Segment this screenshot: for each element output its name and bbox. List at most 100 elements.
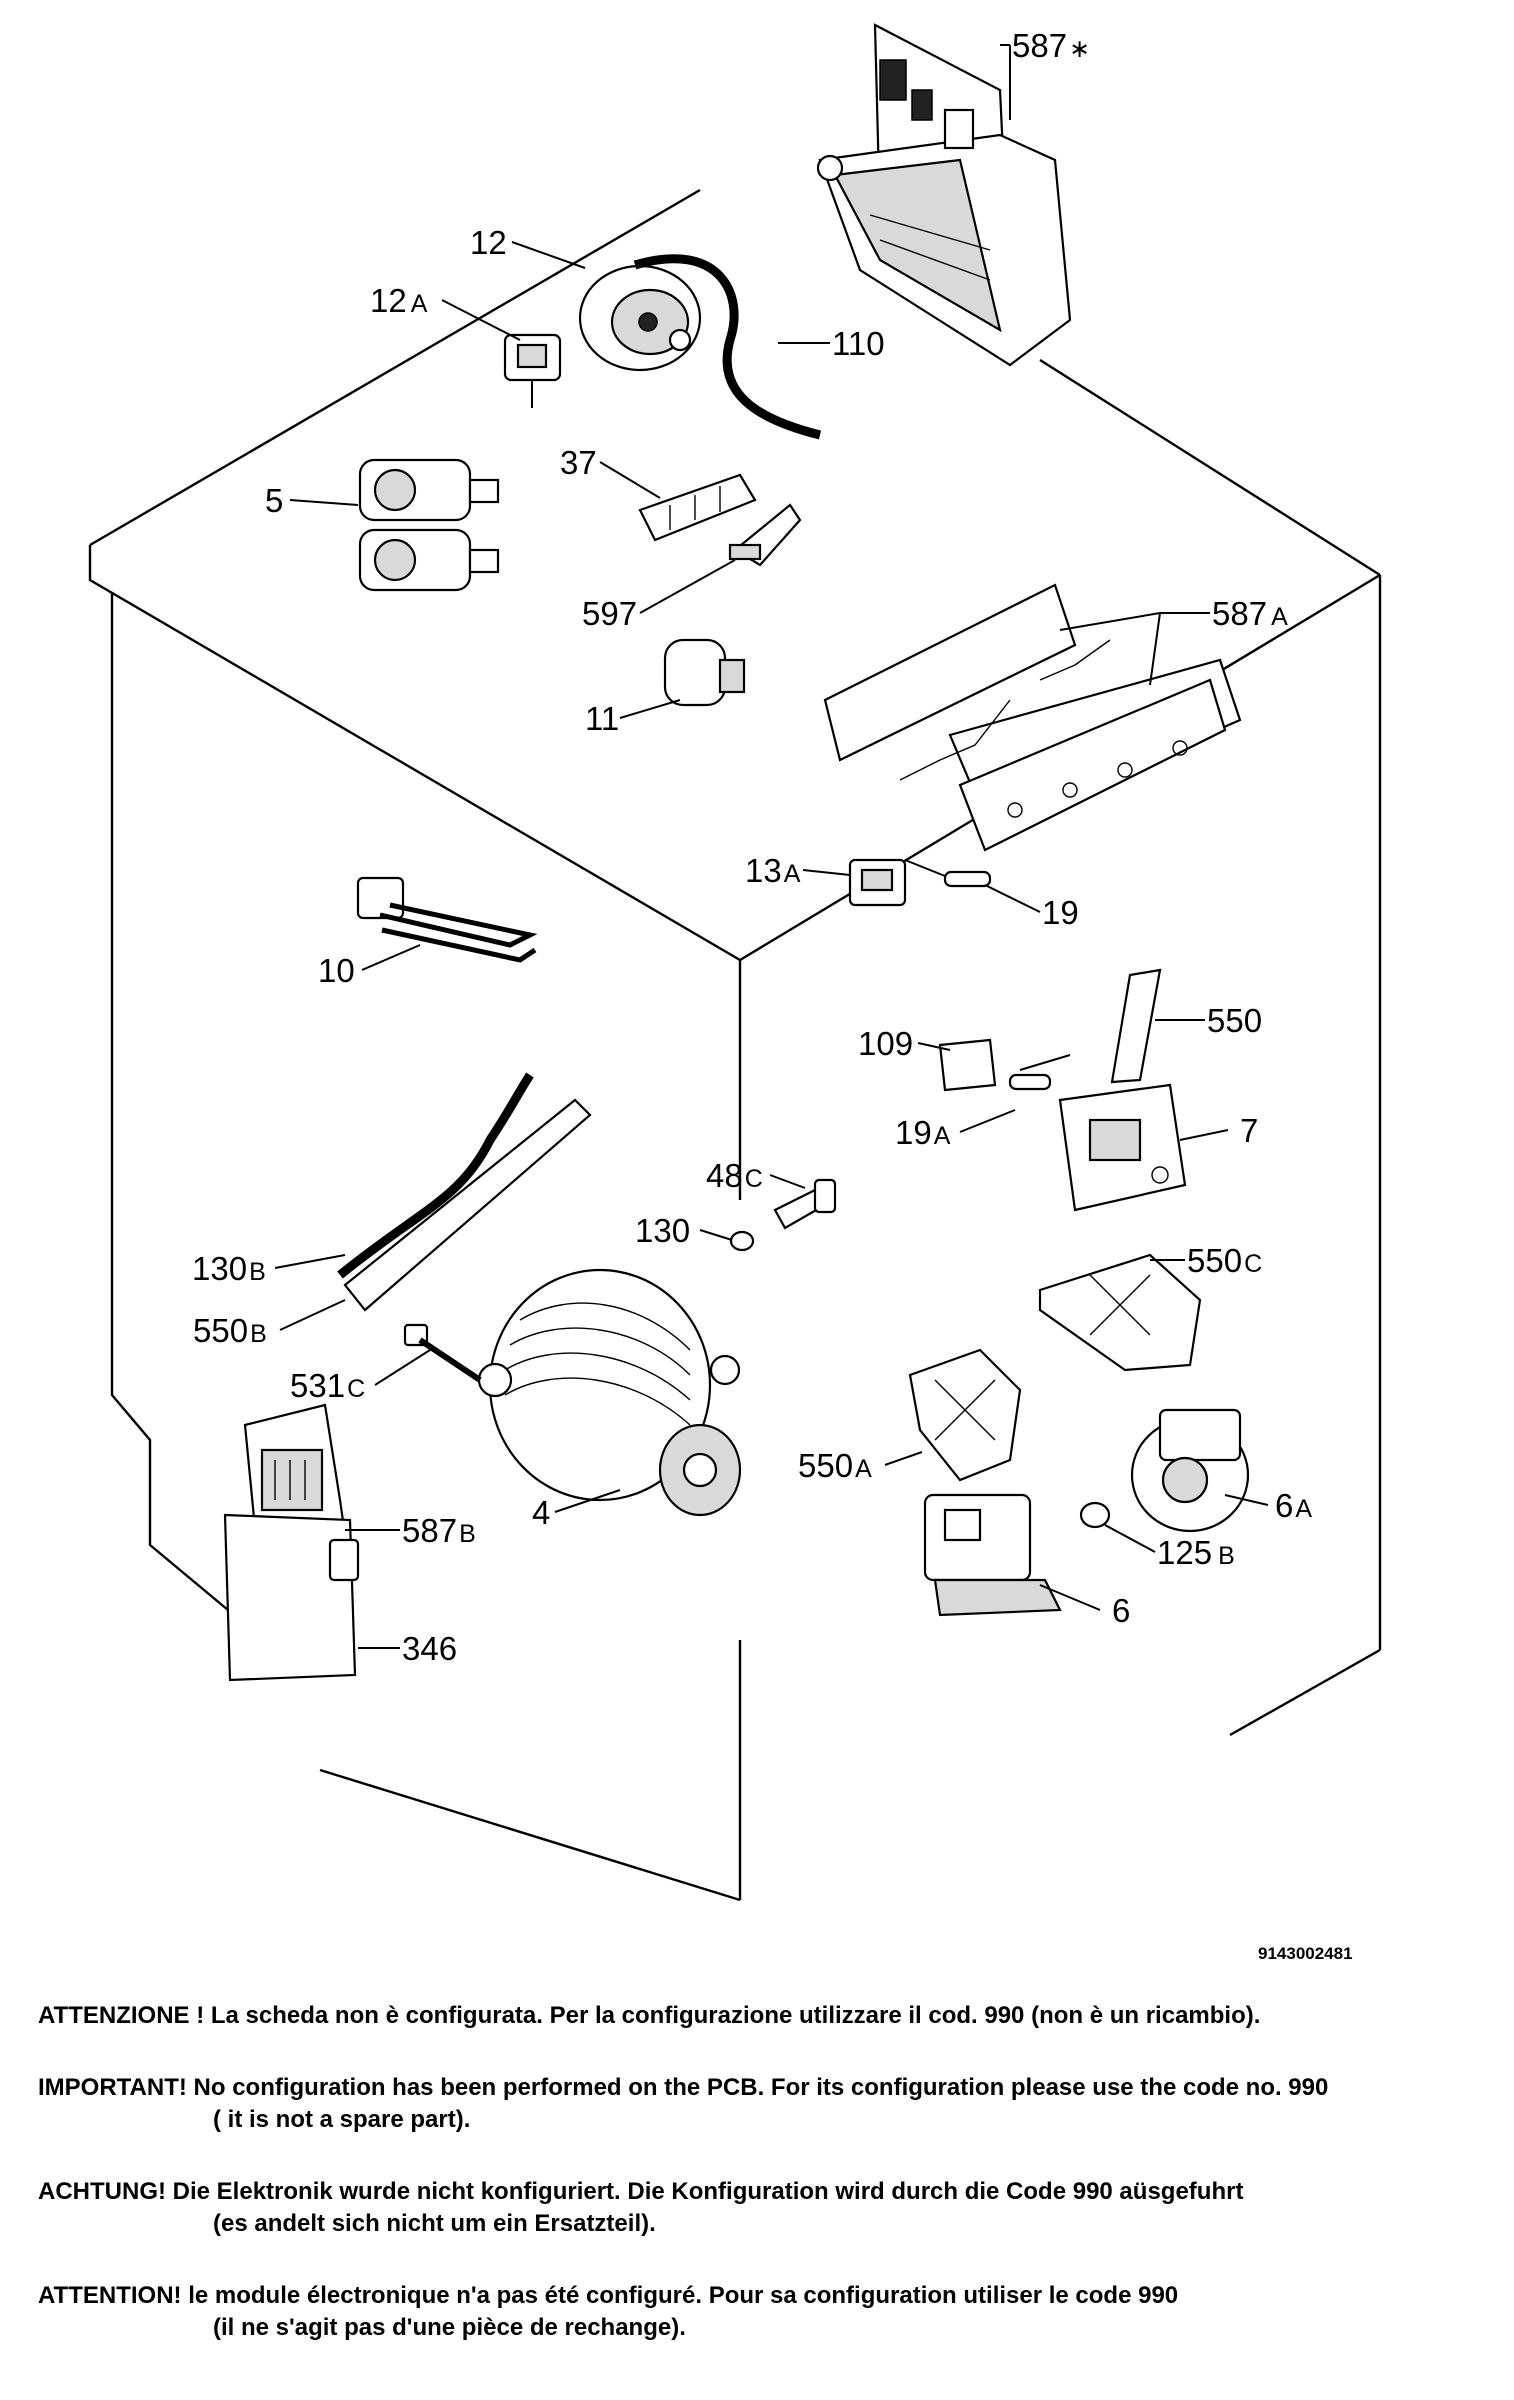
svg-text:48C: 48C	[706, 1157, 763, 1194]
svg-text:550B: 550B	[193, 1312, 267, 1349]
callout-550c: 550C	[1150, 1242, 1262, 1279]
svg-text:12A: 12A	[370, 282, 428, 319]
svg-text:11: 11	[585, 700, 619, 737]
callout-6: 6	[1039, 1584, 1130, 1629]
note-line: IMPORTANT! No configuration has been per…	[38, 2074, 1329, 2101]
callout-110: 110	[778, 325, 885, 362]
part-587a-pcb-panel	[823, 583, 1242, 852]
svg-text:531C: 531C	[290, 1367, 365, 1404]
svg-text:550: 550	[1207, 1002, 1262, 1039]
svg-text:346: 346	[402, 1630, 457, 1667]
part-19-sensor	[904, 859, 992, 888]
svg-text:587∗: 587∗	[1012, 27, 1090, 64]
part-550a-cover	[908, 1348, 1022, 1482]
note-line: (il ne s'agit pas d'une pièce de rechang…	[213, 2314, 686, 2341]
svg-text:550A: 550A	[798, 1447, 872, 1484]
svg-text:109: 109	[858, 1025, 913, 1062]
part-5-valve	[358, 458, 500, 592]
svg-text:12: 12	[470, 224, 507, 261]
callout-37: 37	[560, 444, 661, 499]
callout-6a: 6A	[1224, 1487, 1312, 1524]
part-550c-cover	[1038, 1253, 1202, 1372]
callout-12: 12	[470, 224, 586, 269]
part-13a-connector	[848, 858, 907, 907]
note-english: IMPORTANT! No configuration has been per…	[38, 2072, 1498, 2136]
svg-text:19: 19	[1042, 894, 1079, 931]
callout-4: 4	[532, 1489, 621, 1531]
callout-130: 130	[635, 1212, 733, 1249]
part-550-lever	[1110, 968, 1162, 1084]
svg-text:5: 5	[265, 482, 283, 519]
note-line: (es andelt sich nicht um ein Ersatzteil)…	[213, 2210, 656, 2237]
callout-19a: 19A	[895, 1109, 1016, 1151]
svg-text:130: 130	[635, 1212, 690, 1249]
callout-19: 19	[984, 884, 1079, 931]
part-597-clip	[728, 503, 802, 567]
part-6-pump	[923, 1493, 1062, 1617]
note-line: ATTENTION! le module électronique n'a pa…	[38, 2282, 1179, 2309]
part-130-ring	[729, 1230, 755, 1252]
svg-text:13A: 13A	[745, 852, 801, 889]
callout-346: 346	[358, 1630, 457, 1667]
note-italian: ATTENZIONE ! La scheda non è configurata…	[38, 2000, 1498, 2032]
part-531c-bolt	[403, 1323, 482, 1383]
part-130b-gasket	[337, 1072, 534, 1279]
callout-5: 5	[265, 482, 359, 519]
note-line: ATTENZIONE ! La scheda non è configurata…	[38, 2002, 1261, 2029]
part-48c-shaft	[773, 1178, 837, 1230]
note-line: ( it is not a spare part).	[213, 2106, 471, 2133]
part-7-door-lock	[1058, 1083, 1187, 1212]
svg-text:6A: 6A	[1275, 1487, 1312, 1524]
part-12a-pressure-switch	[503, 333, 562, 408]
note-german: ACHTUNG! Die Elektronik wurde nicht konf…	[38, 2176, 1498, 2240]
callout-550a: 550A	[798, 1447, 923, 1484]
note-french: ATTENTION! le module électronique n'a pa…	[38, 2280, 1498, 2344]
svg-text:10: 10	[318, 952, 355, 989]
part-10-heater	[356, 876, 538, 963]
part-587-pcb-housing	[816, 23, 1072, 367]
configuration-notes: ATTENZIONE ! La scheda non è configurata…	[38, 2000, 1498, 2384]
svg-text:19A: 19A	[895, 1114, 951, 1151]
callout-597: 597	[582, 559, 736, 632]
callout-48c: 48C	[706, 1157, 806, 1194]
part-6a-pump	[1130, 1408, 1250, 1533]
svg-text:110: 110	[832, 325, 885, 362]
part-11-capacitor	[663, 638, 746, 707]
note-line: ACHTUNG! Die Elektronik wurde nicht konf…	[38, 2178, 1244, 2205]
part-12-pressure-switch	[578, 264, 702, 372]
part-550b-rod	[343, 1098, 592, 1312]
svg-text:130B: 130B	[192, 1250, 266, 1287]
callout-587b: 587B	[345, 1512, 476, 1549]
svg-text:587B: 587B	[402, 1512, 476, 1549]
callout-10: 10	[318, 944, 421, 989]
part-37-terminal-block	[638, 473, 757, 542]
part-109-cover	[938, 1038, 997, 1092]
svg-text:6: 6	[1112, 1592, 1130, 1629]
callout-13a: 13A	[745, 852, 851, 889]
callout-550: 550	[1155, 1002, 1262, 1039]
callout-587s: 587∗	[1000, 27, 1090, 120]
callout-531c: 531C	[290, 1349, 431, 1404]
svg-text:37: 37	[560, 444, 597, 481]
cabinet-outline	[88, 188, 1382, 1902]
svg-text:4: 4	[532, 1494, 550, 1531]
document-code: 9143002481	[1258, 1944, 1353, 1963]
part-125b-ring	[1079, 1501, 1111, 1529]
part-4-motor	[477, 1268, 742, 1517]
svg-text:550C: 550C	[1187, 1242, 1262, 1279]
callout-550b: 550B	[193, 1299, 346, 1349]
callout-130b: 130B	[192, 1250, 346, 1287]
callout-7: 7	[1179, 1112, 1258, 1149]
svg-text:597: 597	[582, 595, 637, 632]
part-110-hose	[633, 254, 822, 440]
callout-11: 11	[585, 699, 681, 737]
callout-109: 109	[858, 1025, 951, 1062]
part-346-housing	[223, 1513, 360, 1682]
svg-text:7: 7	[1240, 1112, 1258, 1149]
